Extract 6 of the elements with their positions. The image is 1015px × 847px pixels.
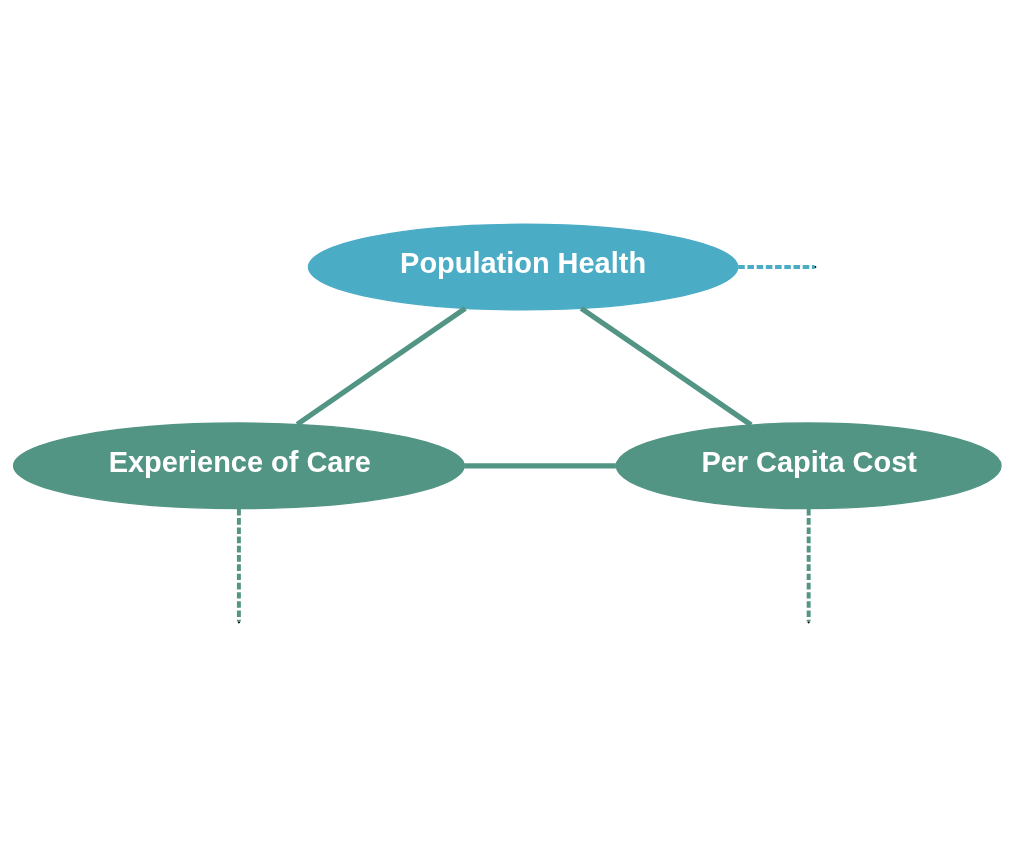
node-ellipse: Population Health: [307, 223, 739, 311]
node-ellipse: Per Capita Cost: [615, 422, 1002, 510]
connector: [464, 463, 616, 469]
connector: [295, 306, 467, 427]
connector: [579, 306, 753, 428]
node-ellipse: Experience of Care: [12, 422, 465, 510]
